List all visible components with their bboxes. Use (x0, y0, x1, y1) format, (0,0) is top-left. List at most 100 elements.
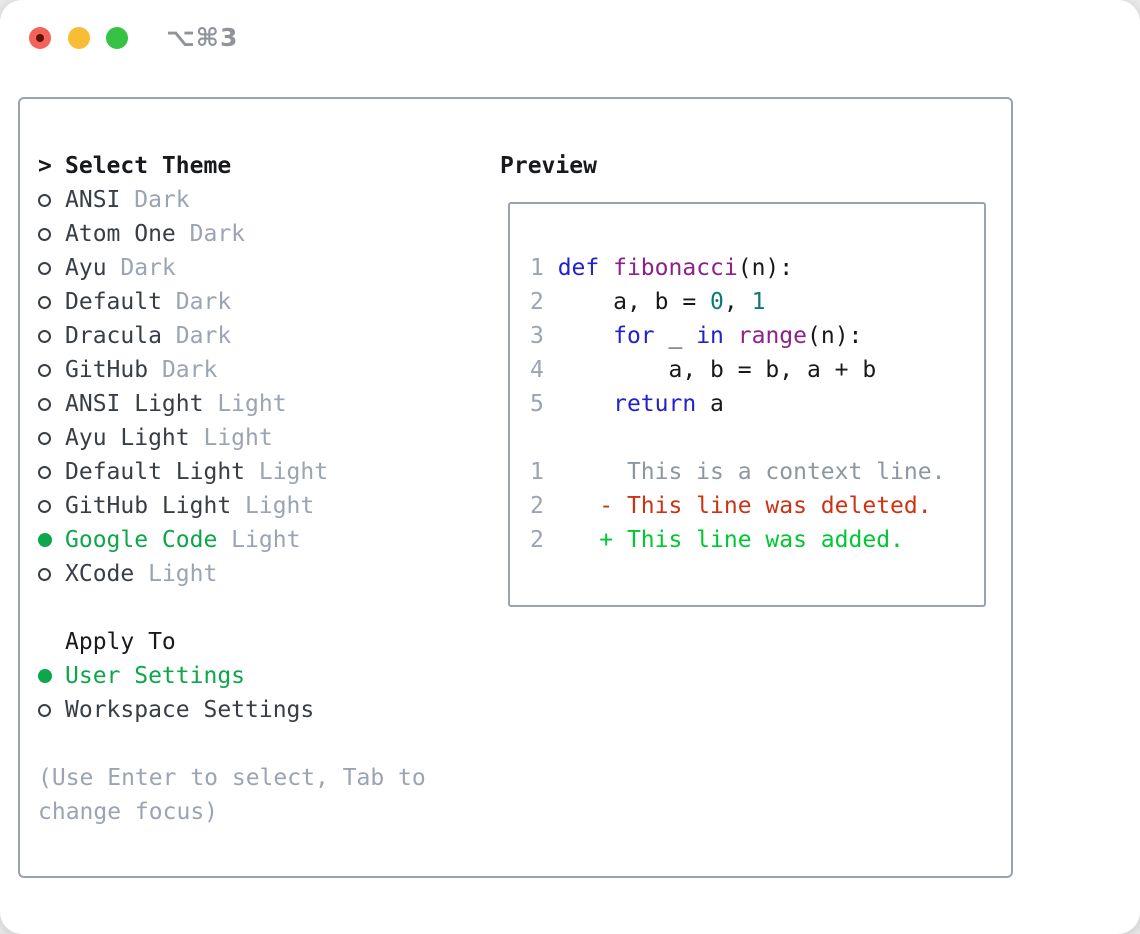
radio-unselected-icon (38, 431, 51, 445)
zoom-button[interactable] (106, 27, 128, 49)
theme-option-variant: Dark (106, 255, 176, 281)
theme-option-name: XCode (65, 561, 135, 587)
theme-option-name: ANSI (65, 187, 121, 213)
help-line-2: change focus) (38, 799, 219, 825)
code-segment: _ (654, 323, 697, 349)
code-segment: + This line was added. (557, 527, 904, 553)
theme-option-name: Ayu (65, 255, 107, 281)
theme-option[interactable]: GitHub Light Light (38, 489, 426, 523)
preview-line: 2 - This line was deleted. (530, 489, 984, 523)
radio-unselected-icon (38, 397, 51, 411)
preview-title: Preview (500, 153, 597, 179)
select-theme-header: > Select Theme (38, 149, 426, 183)
theme-option-name: GitHub Light (65, 493, 232, 519)
bullet-cell (38, 465, 65, 479)
radio-unselected-icon (38, 329, 51, 343)
apply-to-option[interactable]: User Settings (38, 659, 426, 693)
apply-to-label: Apply To (65, 629, 176, 655)
preview-line: 2 a, b = 0, 1 (530, 285, 984, 319)
radio-unselected-icon (38, 703, 51, 717)
bullet-cell (38, 703, 65, 717)
theme-option[interactable]: Default Light Light (38, 455, 426, 489)
line-number: 5 (530, 391, 558, 417)
bullet-cell (38, 499, 65, 513)
preview-line: 4 a, b = b, a + b (530, 353, 984, 387)
theme-option[interactable]: ANSI Light Light (38, 387, 426, 421)
radio-unselected-icon (38, 193, 51, 207)
theme-option-variant: Dark (148, 357, 218, 383)
theme-option[interactable]: Dracula Dark (38, 319, 426, 353)
line-number: 4 (530, 357, 558, 383)
bullet-cell (38, 193, 65, 207)
theme-option[interactable]: ANSI Dark (38, 183, 426, 217)
preview-line: 1 This is a context line. (530, 455, 984, 489)
theme-option[interactable]: Atom One Dark (38, 217, 426, 251)
code-segment: range (737, 323, 807, 349)
theme-option[interactable]: Google Code Light (38, 523, 426, 557)
code-segment: 0 (710, 289, 724, 315)
theme-option-name: GitHub (65, 357, 149, 383)
code-segment: - This line was deleted. (557, 493, 932, 519)
theme-option-name: Default Light (65, 459, 246, 485)
code-segment: a (696, 391, 724, 417)
bullet-cell (38, 363, 65, 377)
help-text: (Use Enter to select, Tab to change focu… (38, 761, 426, 829)
bullet-cell (38, 567, 65, 581)
bullet-cell (38, 261, 65, 275)
radio-unselected-icon (38, 261, 51, 275)
theme-option[interactable]: Default Dark (38, 285, 426, 319)
code-segment: This is a context line. (557, 459, 946, 485)
theme-option-name: Atom One (65, 221, 176, 247)
theme-option[interactable]: Ayu Light Light (38, 421, 426, 455)
bullet-cell (38, 533, 65, 547)
close-button[interactable] (29, 27, 51, 49)
preview-line: 3 for _ in range(n): (530, 319, 984, 353)
radio-selected-icon (38, 533, 52, 547)
theme-option[interactable]: XCode Light (38, 557, 426, 591)
line-number (530, 425, 558, 451)
code-segment: for (613, 323, 655, 349)
preview-line: 2 + This line was added. (530, 523, 984, 557)
radio-unselected-icon (38, 465, 51, 479)
code-segment: a, b = (557, 289, 711, 315)
bullet-cell (38, 329, 65, 343)
radio-selected-icon (38, 669, 52, 683)
theme-option-variant: Dark (161, 323, 232, 349)
radio-unselected-icon (38, 363, 51, 377)
theme-option[interactable]: GitHub Dark (38, 353, 426, 387)
line-number: 2 (530, 527, 558, 553)
window-shortcut-label: ⌥⌘3 (166, 23, 239, 52)
theme-option-variant: Light (203, 391, 287, 417)
code-segment: (n): (807, 323, 863, 349)
line-number: 3 (530, 323, 558, 349)
theme-option-name: Dracula (65, 323, 162, 349)
theme-option-variant: Light (217, 527, 301, 553)
line-number: 1 (530, 459, 558, 485)
preview-line: 1 def fibonacci(n): (530, 251, 984, 285)
code-segment: 1 (751, 289, 766, 315)
preview-line (530, 421, 984, 455)
theme-option-variant: Light (134, 561, 218, 587)
bullet-cell (38, 397, 65, 411)
preview-line: 5 return a (530, 387, 984, 421)
theme-option-variant: Dark (175, 221, 246, 247)
theme-option-name: ANSI Light (65, 391, 204, 417)
code-segment: return (613, 391, 697, 417)
minimize-button[interactable] (67, 27, 90, 49)
theme-option-variant: Light (245, 459, 329, 485)
bullet-cell (38, 431, 65, 445)
theme-option[interactable]: Ayu Dark (38, 251, 426, 285)
select-theme-header-label: Select Theme (65, 153, 232, 179)
bullet-cell (38, 669, 65, 683)
apply-to-option[interactable]: Workspace Settings (38, 693, 426, 727)
apply-to-option-name: User Settings (65, 663, 246, 689)
titlebar: ⌥⌘3 (0, 0, 1140, 76)
radio-unselected-icon (38, 499, 51, 513)
